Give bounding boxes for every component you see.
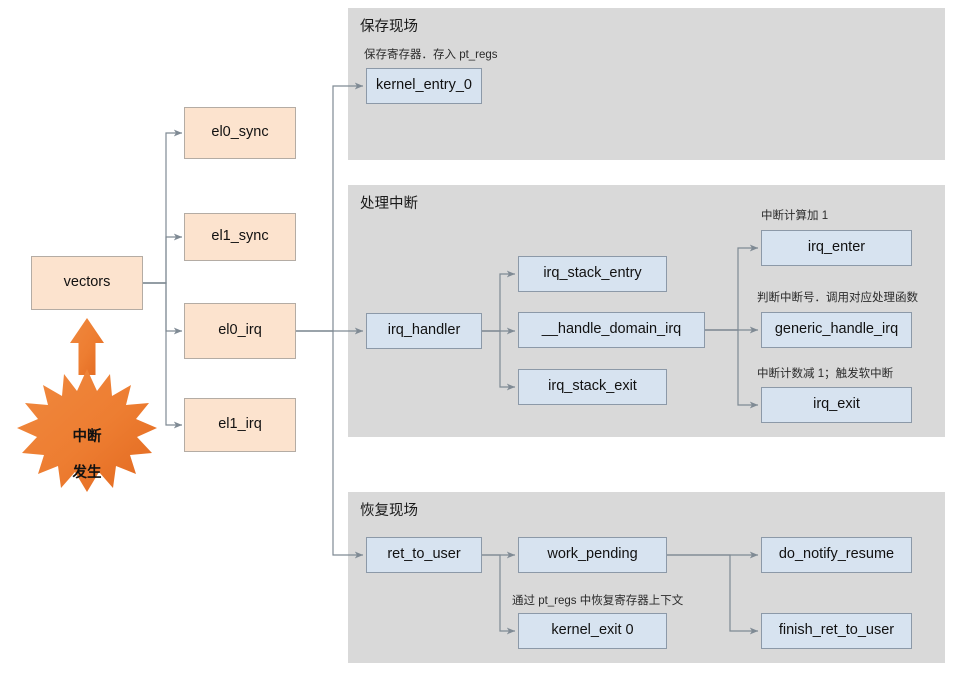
node-el0-sync[interactable]: el0_sync [184,107,296,159]
up-arrow-icon [70,318,104,375]
note-restore-regs: 通过 pt_regs 中恢复寄存器上下文 [512,595,684,607]
note-save-regs: 保存寄存器．存入 pt_regs [364,49,498,61]
node-ret-to-user[interactable]: ret_to_user [366,537,482,573]
burst-label-line2: 发生 [72,465,102,482]
node-kernel-entry-0[interactable]: kernel_entry_0 [366,68,482,104]
node-el0-irq[interactable]: el0_irq [184,303,296,359]
panel-title-save: 保存现场 [360,19,418,35]
note-dispatch: 判断中断号．调用对应处理函数 [757,292,918,304]
node-generic-handle-irq[interactable]: generic_handle_irq [761,312,912,348]
node-el1-sync[interactable]: el1_sync [184,213,296,261]
panel-title-handle: 处理中断 [360,196,418,212]
note-irq-count-inc: 中断计算加 1 [761,210,829,222]
node-irq-exit[interactable]: irq_exit [761,387,912,423]
node-finish-ret-to-user[interactable]: finish_ret_to_user [761,613,912,649]
burst-label: 中断 发生 [42,410,132,483]
node-el1-irq[interactable]: el1_irq [184,398,296,452]
node-do-notify-resume[interactable]: do_notify_resume [761,537,912,573]
node-handle-domain-irq[interactable]: __handle_domain_irq [518,312,705,348]
note-irq-count-dec: 中断计数减 1；触发软中断 [757,368,894,380]
burst-label-line1: 中断 [72,429,102,446]
node-irq-stack-exit[interactable]: irq_stack_exit [518,369,667,405]
node-work-pending[interactable]: work_pending [518,537,667,573]
node-vectors[interactable]: vectors [31,256,143,310]
node-irq-enter[interactable]: irq_enter [761,230,912,266]
node-kernel-exit-0[interactable]: kernel_exit 0 [518,613,667,649]
panel-title-restore: 恢复现场 [360,503,418,519]
node-irq-stack-entry[interactable]: irq_stack_entry [518,256,667,292]
node-irq-handler[interactable]: irq_handler [366,313,482,349]
